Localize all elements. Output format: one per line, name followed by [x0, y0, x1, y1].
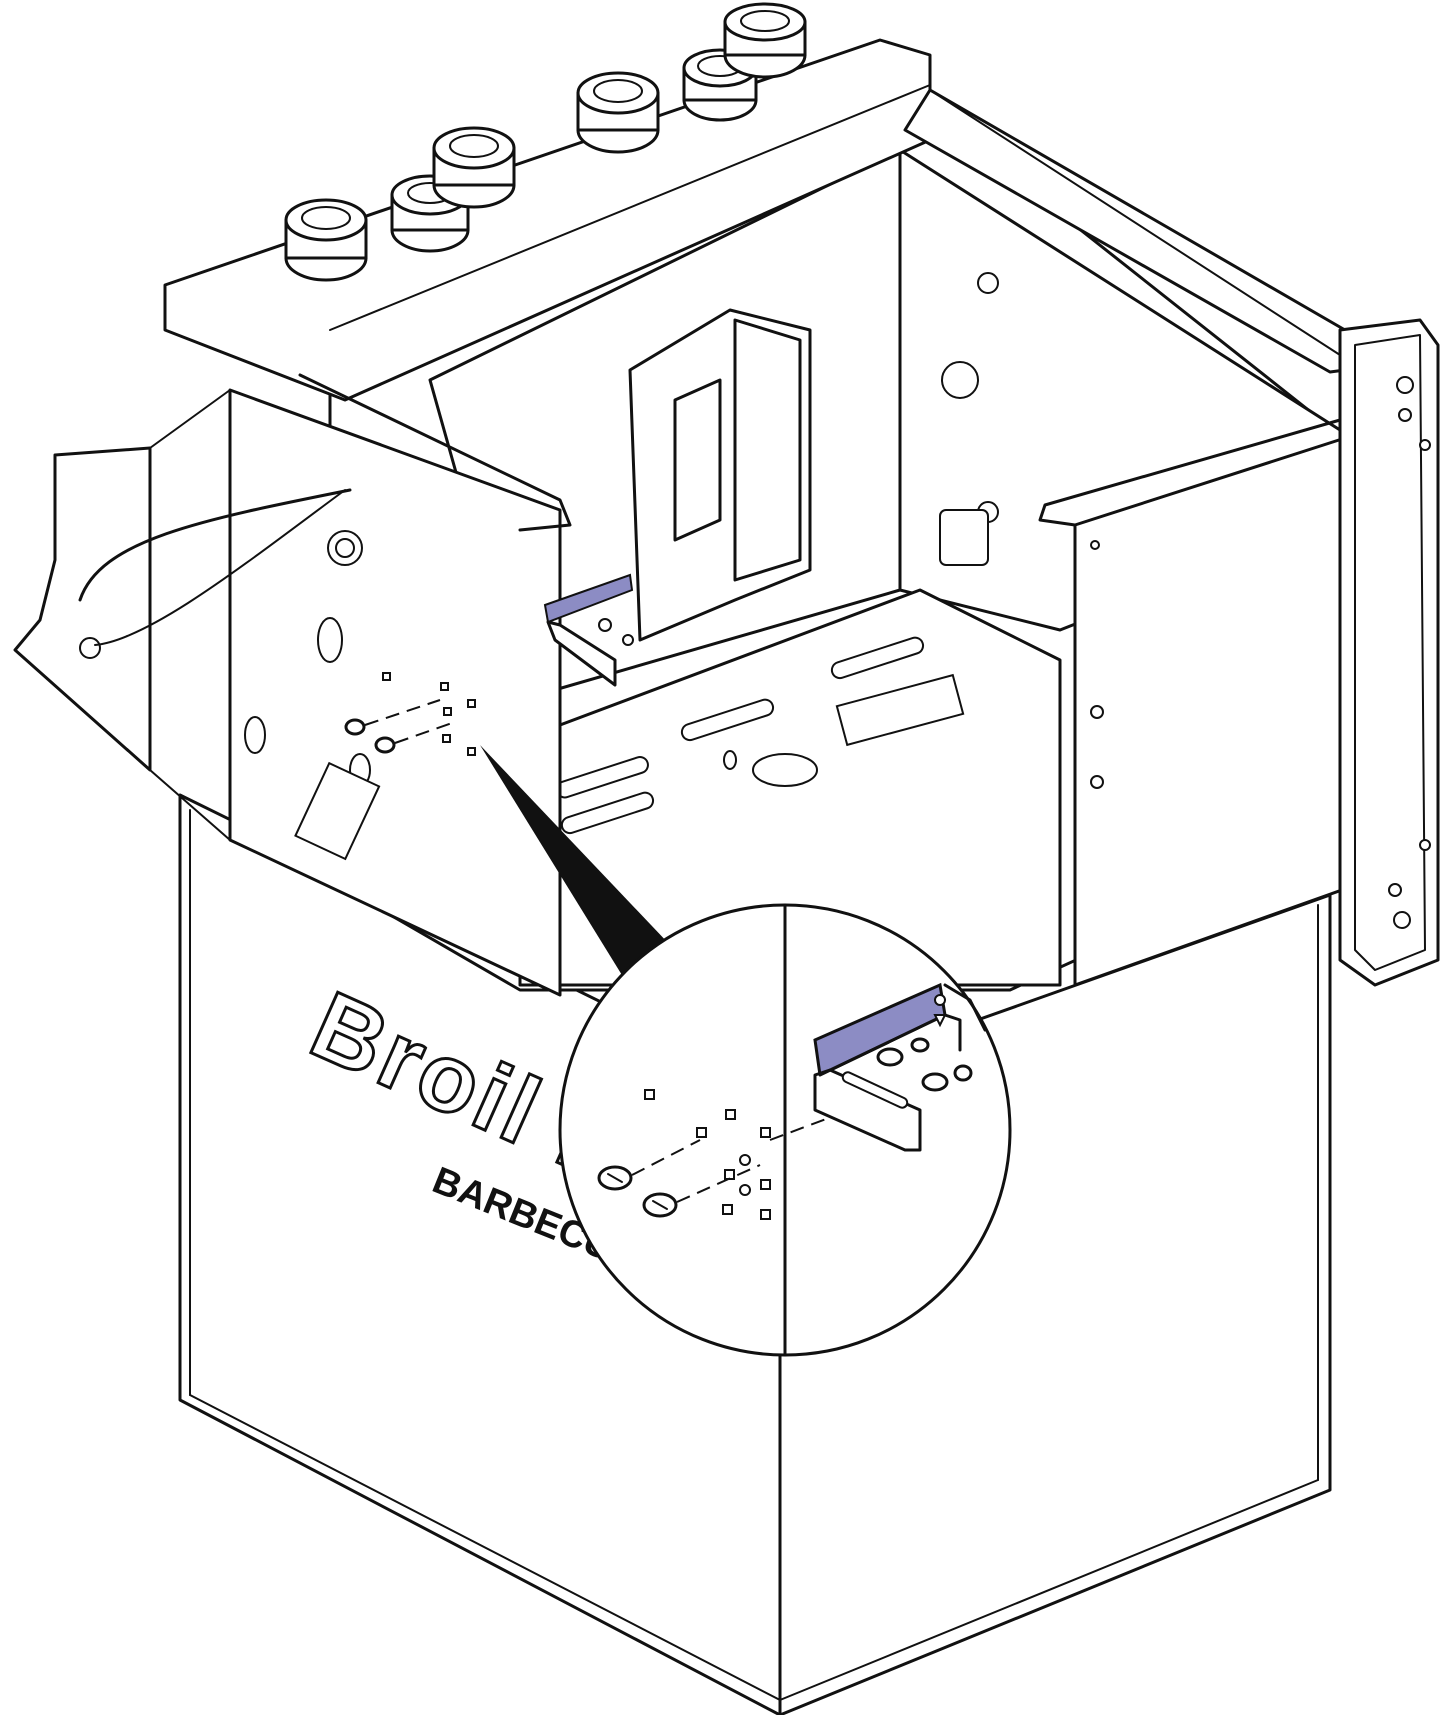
left-door-panel: [228, 373, 572, 997]
knob-5: [682, 48, 758, 122]
mounting-bracket: [813, 982, 987, 1152]
knob-4: [576, 71, 660, 154]
callout-pointer: [480, 745, 670, 980]
door-mounting-holes: [382, 672, 476, 756]
interior-bracket: [543, 573, 634, 687]
floor-slots: [555, 636, 965, 835]
burner-panel: [628, 308, 812, 642]
control-knobs: [284, 2, 807, 282]
knob-1: [284, 198, 368, 282]
detail-callout: [558, 903, 1012, 1357]
knob-6: [723, 2, 807, 79]
right-hinge-rail: [1338, 318, 1440, 987]
door-screws: [344, 699, 456, 754]
control-panel: [163, 38, 1347, 402]
left-side-shelf: [13, 389, 352, 841]
knob-3: [432, 126, 516, 209]
